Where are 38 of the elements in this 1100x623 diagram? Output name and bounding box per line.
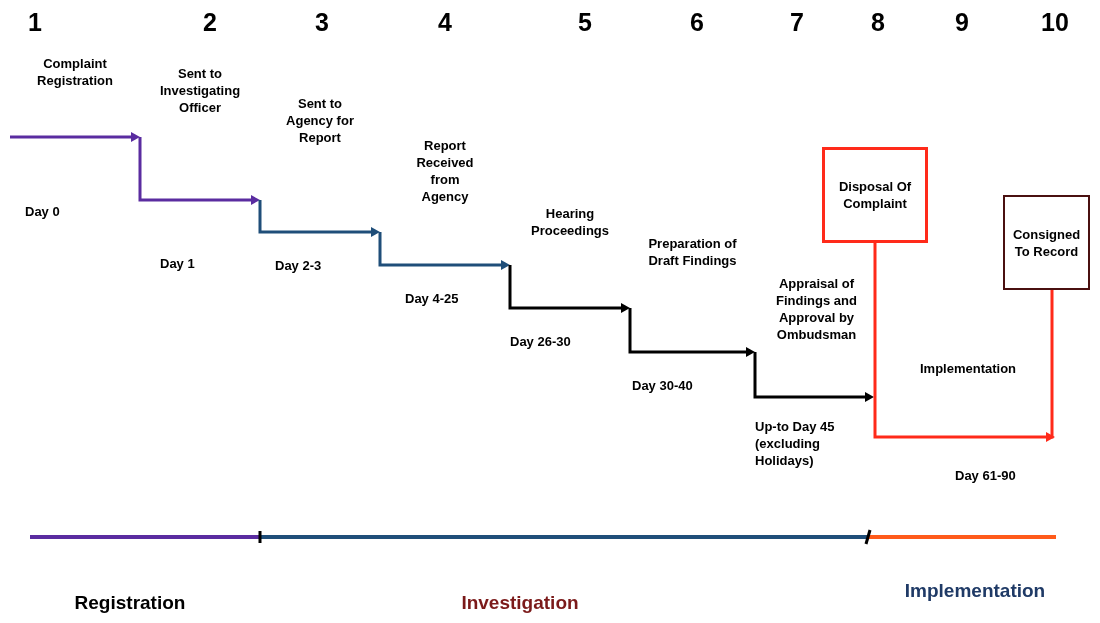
step-label: Complaint Registration bbox=[36, 55, 114, 89]
arrow bbox=[628, 308, 755, 357]
step-number: 7 bbox=[789, 8, 805, 37]
step-number: 2 bbox=[202, 8, 218, 37]
step-label: Sent to Agency for Report bbox=[285, 95, 355, 146]
phase-label: Investigation bbox=[460, 592, 580, 614]
step-label: Report Received from Agency bbox=[415, 137, 475, 205]
step-number: 4 bbox=[437, 8, 453, 37]
arrow bbox=[10, 132, 140, 142]
step-number: 5 bbox=[577, 8, 593, 37]
step-number: 1 bbox=[27, 8, 43, 37]
step-label: Hearing Proceedings bbox=[530, 205, 610, 239]
duration-label: Day 2-3 bbox=[275, 257, 323, 274]
step-label: Sent to Investigating Officer bbox=[158, 65, 242, 116]
duration-label: Day 0 bbox=[25, 203, 61, 220]
arrow bbox=[753, 352, 874, 402]
duration-label: Day 61-90 bbox=[955, 467, 1017, 484]
stage-box: Consigned To Record bbox=[1003, 195, 1090, 290]
arrow bbox=[138, 137, 260, 205]
step-number: 8 bbox=[870, 8, 886, 37]
duration-label: Day 30-40 bbox=[632, 377, 694, 394]
stage-box: Disposal Of Complaint bbox=[822, 147, 928, 243]
arrow bbox=[258, 200, 380, 237]
phase-label: Implementation bbox=[903, 580, 1047, 602]
arrow bbox=[378, 232, 510, 270]
duration-label: Day 1 bbox=[160, 255, 196, 272]
arrow bbox=[508, 265, 630, 313]
duration-label: Day 4-25 bbox=[405, 290, 460, 307]
step-number: 3 bbox=[314, 8, 330, 37]
step-number: 6 bbox=[689, 8, 705, 37]
step-label: Preparation of Draft Findings bbox=[647, 235, 738, 269]
step-label: Appraisal of Findings and Approval by Ombudsman bbox=[775, 275, 858, 343]
duration-label: Day 26-30 bbox=[510, 333, 572, 350]
arrow bbox=[873, 243, 1055, 442]
step-number: 10 bbox=[1040, 8, 1070, 37]
duration-label: Up-to Day 45 (excluding Holidays) bbox=[755, 418, 836, 469]
phase-label: Registration bbox=[73, 592, 187, 614]
step-number: 9 bbox=[954, 8, 970, 37]
